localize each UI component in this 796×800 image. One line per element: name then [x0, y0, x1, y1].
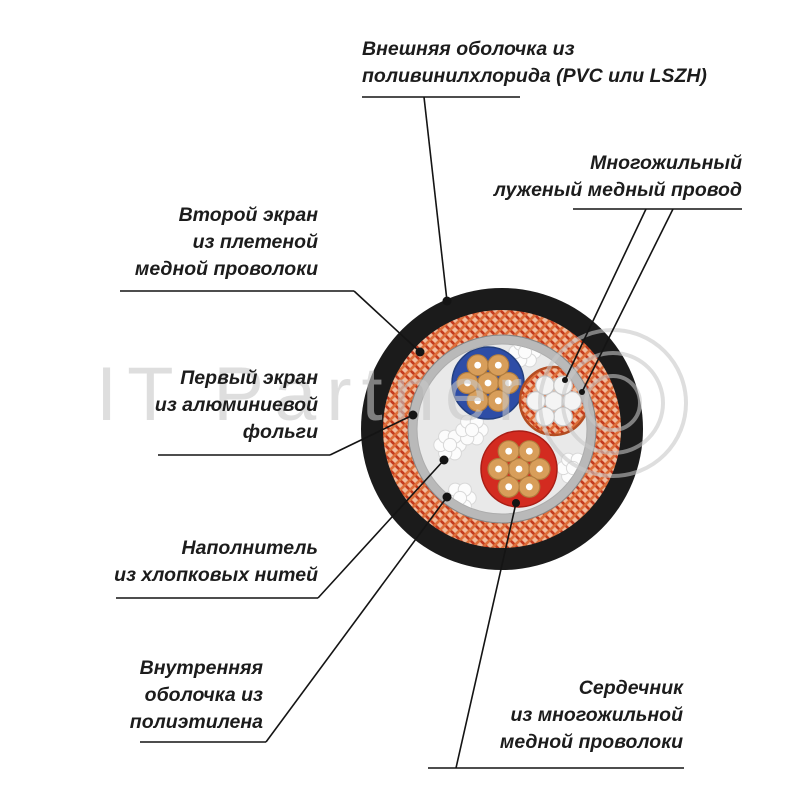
pointer-dot [442, 492, 452, 502]
callout-lines [116, 96, 742, 769]
label-second-screen: Второй экран из плетеной медной проволок… [135, 202, 318, 283]
pointer-dot [408, 410, 418, 420]
callout-dots [408, 296, 585, 507]
label-line: из алюминиевой [154, 394, 318, 416]
label-line: Внешняя оболочка из [362, 38, 575, 60]
pointer-line [329, 414, 414, 456]
pointer-dot [579, 389, 585, 395]
pointer-dot [442, 296, 452, 306]
pointer-line [265, 496, 448, 743]
label-first-screen: Первый экран из алюминиевой фольги [155, 365, 318, 446]
pointer-dot [562, 377, 568, 383]
label-line: полиэтилена [129, 711, 263, 733]
label-filler: Наполнитель из хлопковых нитей [114, 535, 318, 589]
label-line: медной проволоки [134, 258, 318, 280]
label-line: Наполнитель [181, 537, 318, 559]
conductor-red [480, 430, 558, 508]
cable-cross-section [361, 288, 643, 570]
conductor-tinned [518, 365, 587, 437]
label-line: из плетеной [192, 231, 318, 253]
label-line: из многожильной [510, 704, 683, 726]
label-line: из хлопковых нитей [114, 564, 318, 586]
pointer-dot [415, 347, 425, 357]
pointer-line [564, 208, 647, 381]
label-line: медной проволоки [499, 731, 683, 753]
label-line: оболочка из [144, 684, 263, 706]
label-line: Сердечник [578, 677, 683, 699]
label-line: луженый медный провод [493, 179, 742, 201]
label-outer-sheath: Внешняя оболочка из поливинилхлорида (PV… [362, 36, 707, 90]
label-line: Внутренняя [139, 657, 263, 679]
label-line: Второй экран [178, 204, 318, 226]
pointer-line [423, 96, 448, 302]
label-inner-sheath: Внутренняя оболочка из полиэтилена [130, 655, 263, 736]
pointer-dot [439, 455, 449, 465]
label-line: поливинилхлорида (PVC или LSZH) [362, 65, 707, 87]
label-tinned-wire: Многожильный луженый медный провод [494, 150, 742, 204]
watermark-text: IT Partner [96, 352, 533, 437]
label-core: Сердечник из многожильной медной проволо… [500, 675, 683, 756]
label-line: фольги [242, 421, 318, 443]
pointer-dot [512, 499, 520, 507]
pointer-line [455, 502, 517, 769]
label-line: Многожильный [590, 152, 742, 174]
pointer-line [581, 208, 674, 393]
pointer-line [353, 290, 421, 353]
label-line: Первый экран [180, 367, 318, 389]
pointer-line [317, 459, 445, 599]
